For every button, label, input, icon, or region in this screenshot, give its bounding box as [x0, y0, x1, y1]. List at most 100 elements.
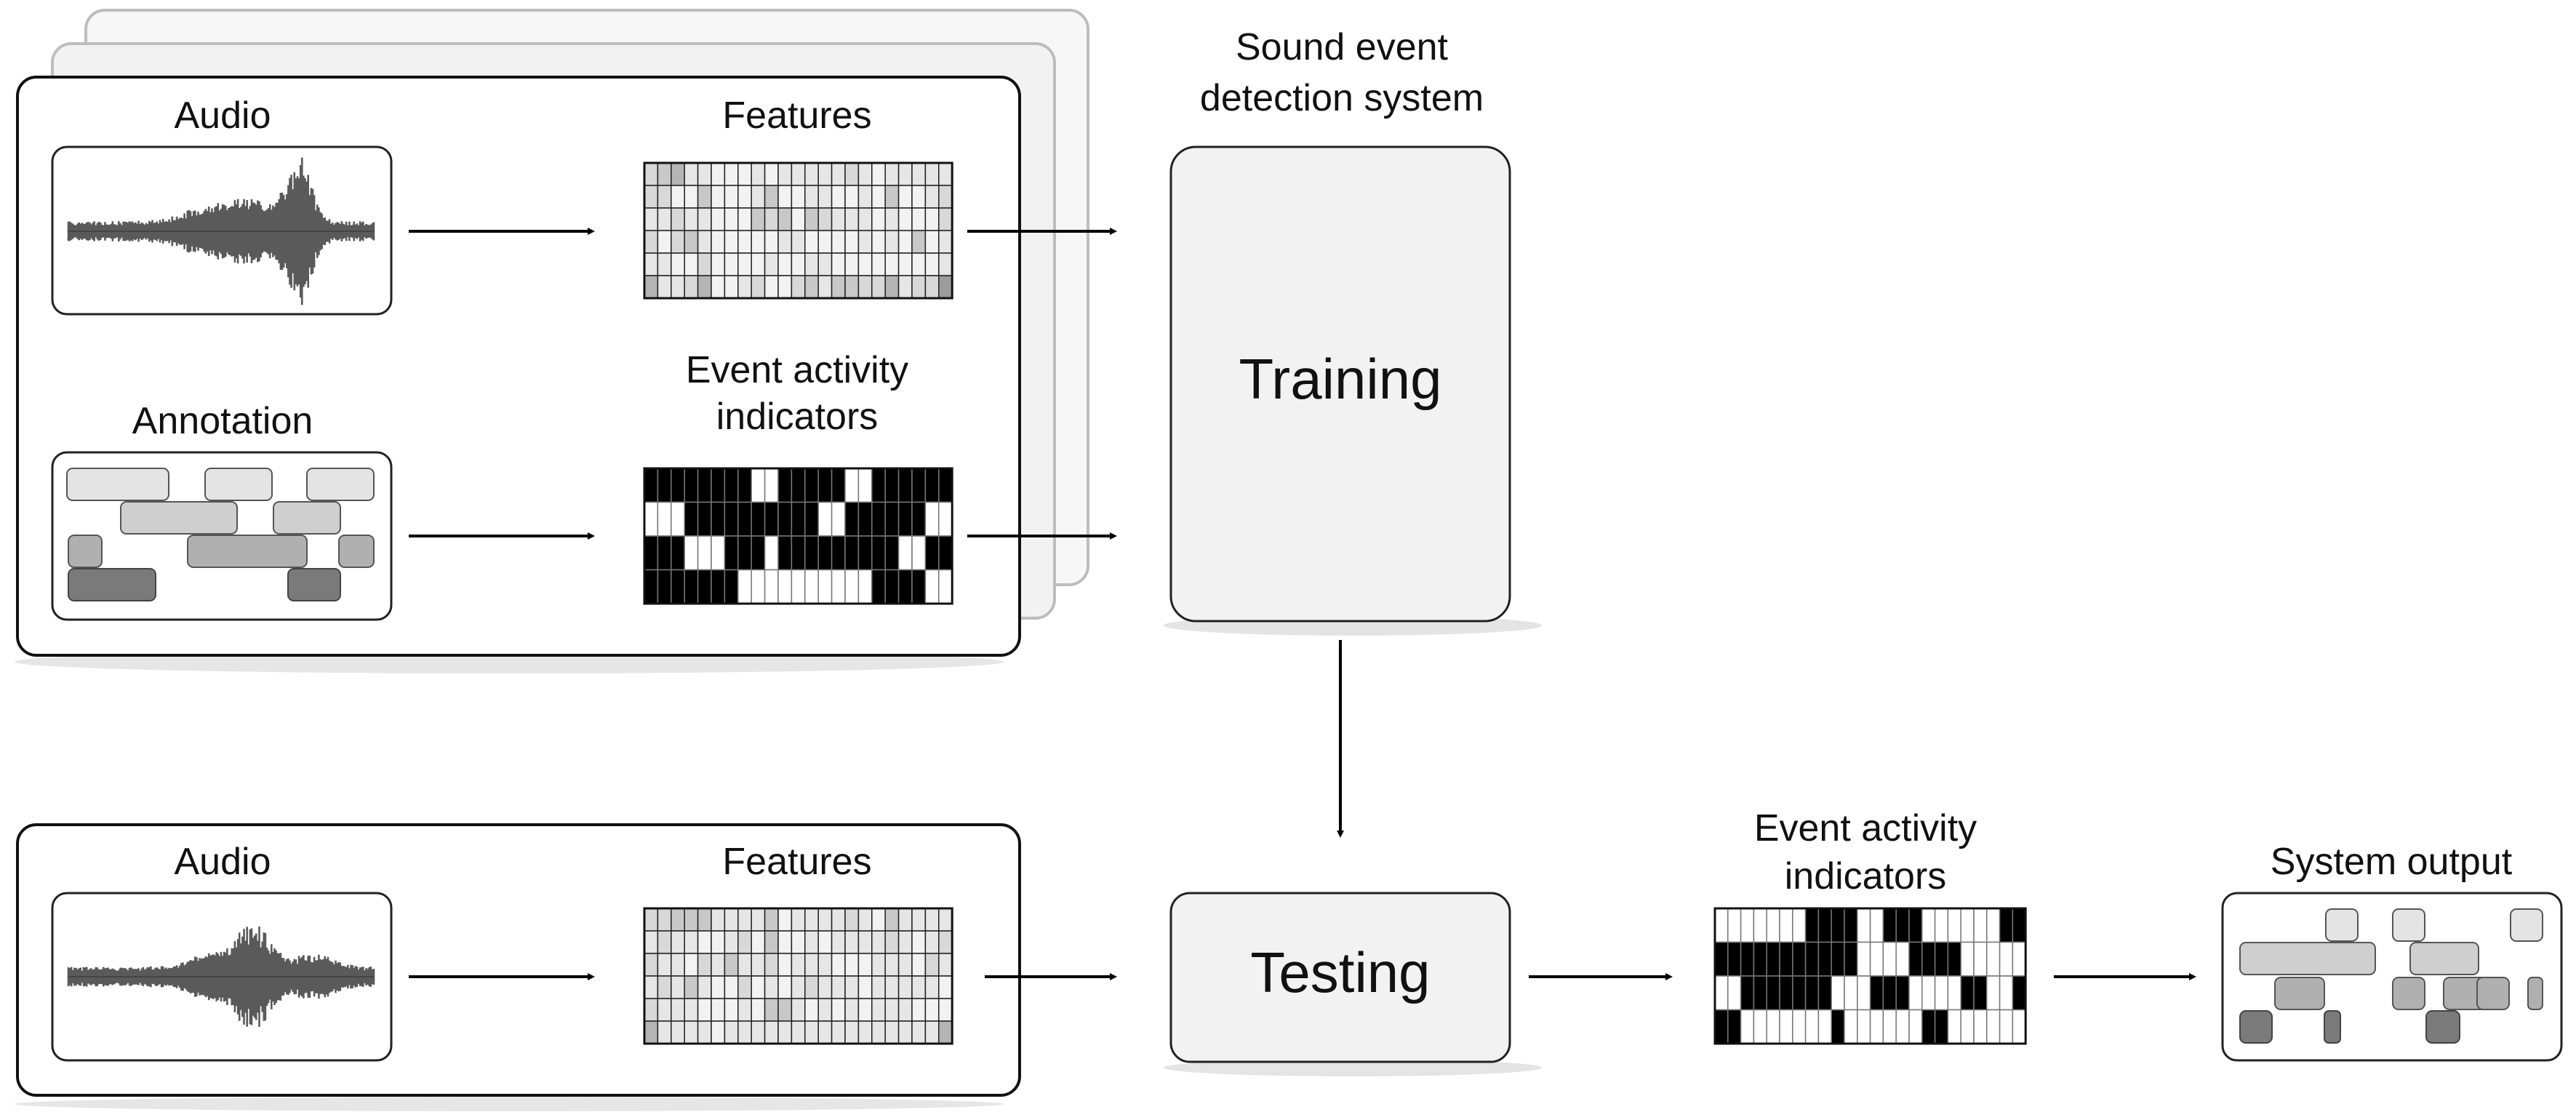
testing-features-label: Features [722, 841, 871, 883]
grid-cell [1727, 1009, 1742, 1044]
grid-cell [871, 930, 886, 954]
grid-cell [857, 908, 873, 932]
grid-cell [1844, 975, 1858, 1011]
grid-cell [791, 207, 806, 231]
grid-cell [1714, 941, 1729, 977]
grid-cell [1779, 941, 1793, 977]
grid-cell [831, 975, 846, 999]
grid-cell [724, 569, 739, 604]
grid-cell [844, 953, 860, 977]
grid-cell [897, 185, 913, 209]
grid-cell [724, 185, 739, 209]
grid-cell [871, 207, 886, 231]
grid-border [643, 907, 953, 1045]
grid-cell [711, 998, 726, 1022]
grid-cell [671, 275, 685, 299]
grid-cell [671, 930, 685, 954]
grid-cell [844, 569, 860, 604]
grid-cell [711, 930, 726, 954]
grid-cell [697, 230, 712, 254]
grid-cell [657, 230, 672, 254]
grid-cell [804, 908, 819, 932]
output-indicators-grid [1713, 907, 2027, 1045]
grid-cell [844, 185, 860, 209]
grid-cell [844, 162, 860, 186]
grid-cell [724, 535, 739, 571]
grid-cell [857, 207, 873, 231]
grid-cell [777, 975, 793, 999]
grid-cell [938, 998, 953, 1022]
grid-cell [924, 207, 940, 231]
grid-cell [857, 501, 873, 537]
testing-block-shadow [1164, 1059, 1542, 1076]
grid-cell [804, 207, 819, 231]
grid-cell [777, 207, 793, 231]
grid-cell [751, 275, 766, 299]
grid-cell [657, 998, 672, 1022]
grid-cell [791, 1020, 806, 1044]
grid-cell [831, 162, 846, 186]
testing-audio-label: Audio [175, 841, 271, 883]
annotation-events [66, 468, 375, 601]
grid-cell [897, 908, 913, 932]
grid-cell [684, 162, 699, 186]
grid-cell [1999, 1009, 2014, 1044]
grid-cell [1921, 908, 1936, 943]
grid-cell [884, 953, 900, 977]
grid-cell [1960, 1009, 1975, 1044]
testing-block [1169, 892, 1511, 1063]
grid-cell [777, 275, 793, 299]
grid-cell [857, 535, 873, 571]
grid-cell [644, 252, 659, 276]
grid-cell [657, 252, 672, 276]
grid-cell [764, 953, 779, 977]
training-indicators-label-2: indicators [716, 396, 879, 438]
training-label: Training [1239, 347, 1442, 411]
grid-cell [737, 998, 752, 1022]
output-indicators-label-2: indicators [1785, 855, 1947, 897]
grid-cell [764, 207, 779, 231]
grid-cell [1869, 908, 1884, 943]
training-block [1169, 145, 1511, 623]
grid-cell [737, 252, 752, 276]
grid-cell [751, 569, 766, 604]
grid-cell [1882, 1009, 1897, 1044]
grid-cell [791, 252, 806, 276]
grid-cell [857, 252, 873, 276]
grid-cell [1727, 941, 1742, 977]
grid-cell [751, 535, 766, 571]
grid-cell [817, 162, 833, 186]
grid-cell [884, 468, 900, 503]
grid-cell [1921, 941, 1936, 977]
grid-cell [924, 569, 940, 604]
grid-cell [924, 930, 940, 954]
grid-cell [831, 230, 846, 254]
grid-cell [817, 569, 833, 604]
grid-cell [671, 162, 685, 186]
grid-cell [671, 207, 685, 231]
grid-cell [1714, 908, 1729, 943]
grid-cell [644, 185, 659, 209]
system-output-box [2221, 892, 2563, 1062]
grid-cell [804, 975, 819, 999]
grid-cell [724, 975, 739, 999]
grid-cell [831, 930, 846, 954]
grid-cell [844, 930, 860, 954]
testing-features-grid [643, 907, 953, 1045]
grid-cell [777, 569, 793, 604]
grid-cell [737, 185, 752, 209]
grid-cell [1934, 1009, 1949, 1044]
grid-cell [791, 908, 806, 932]
grid-cell [2012, 975, 2026, 1011]
grid-cell [684, 252, 699, 276]
grid-cell [1792, 908, 1807, 943]
grid-cell [657, 908, 672, 932]
grid-cell [831, 569, 846, 604]
grid-cell [644, 998, 659, 1022]
grid-cell [911, 535, 927, 571]
grid-cell [831, 207, 846, 231]
grid-cell [1934, 908, 1949, 943]
grid-cell [1817, 1009, 1832, 1044]
grid-cell [831, 468, 846, 503]
